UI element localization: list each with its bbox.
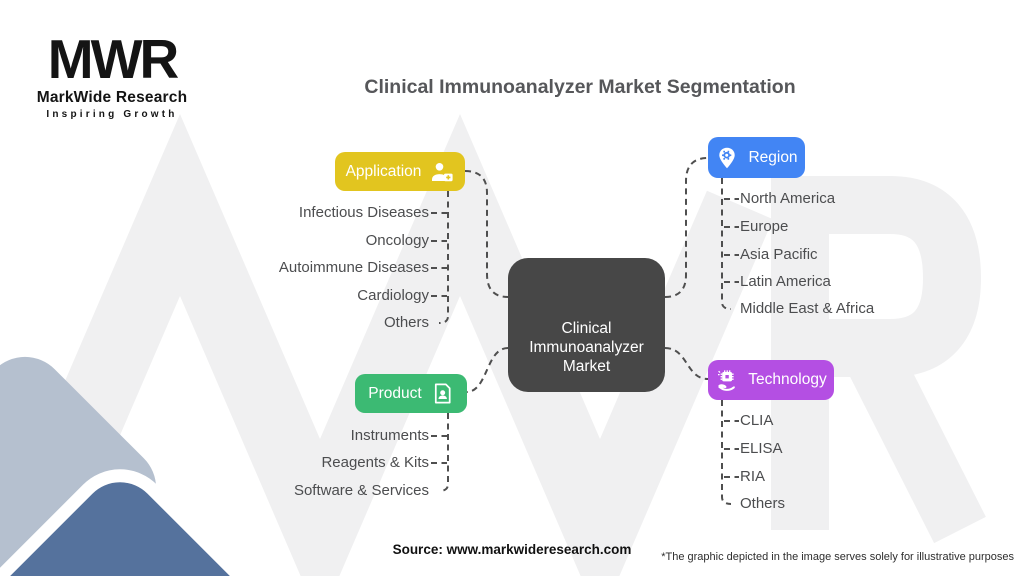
product-item: Reagents & Kits [321,454,429,471]
page-title: Clinical Immunoanalyzer Market Segmentat… [364,76,796,98]
logo-acronym: MWR [47,28,179,90]
product-node-label: Product [368,384,422,402]
user-plus-icon [430,160,454,184]
technology-node: Technology [708,360,834,400]
application-node: Application [335,152,465,191]
map-pin-gear-icon [715,146,739,170]
region-item: Latin America [740,273,831,290]
region-item: Europe [740,218,789,235]
product-item: Software & Services [293,482,429,499]
region-item: North America [740,190,836,207]
disclaimer-text: *The graphic depicted in the image serve… [661,551,1014,563]
product-node: Product [355,374,467,413]
region-item: Middle East & Africa [740,300,875,317]
id-card-icon [431,382,454,405]
region-node: Region [708,137,805,178]
technology-item: RIA [740,468,766,485]
logo-tagline: Inspiring Growth [46,109,178,120]
region-node-label: Region [748,148,798,166]
technology-node-label: Technology [748,371,827,388]
application-item: Others [383,314,429,331]
application-node-label: Application [345,162,422,180]
application-item: Infectious Diseases [298,204,429,221]
technology-item: CLIA [740,412,774,429]
chip-hand-icon [715,368,739,392]
product-item: Instruments [350,427,429,444]
technology-item: ELISA [740,440,783,457]
source-text: Source: www.markwideresearch.com [392,542,632,557]
center-node: Clinical Immunoanalyzer Market [508,258,665,392]
technology-item: Others [740,495,786,512]
center-node-label: Clinical Immunoanalyzer Market [529,320,644,375]
logo-name: MarkWide Research [36,89,188,106]
region-item: Asia Pacific [740,246,818,263]
logo: MWR MarkWide Research Inspiring Growth [33,30,191,120]
application-item: Cardiology [357,287,429,304]
application-item: Oncology [365,232,429,249]
application-item: Autoimmune Diseases [278,259,429,276]
